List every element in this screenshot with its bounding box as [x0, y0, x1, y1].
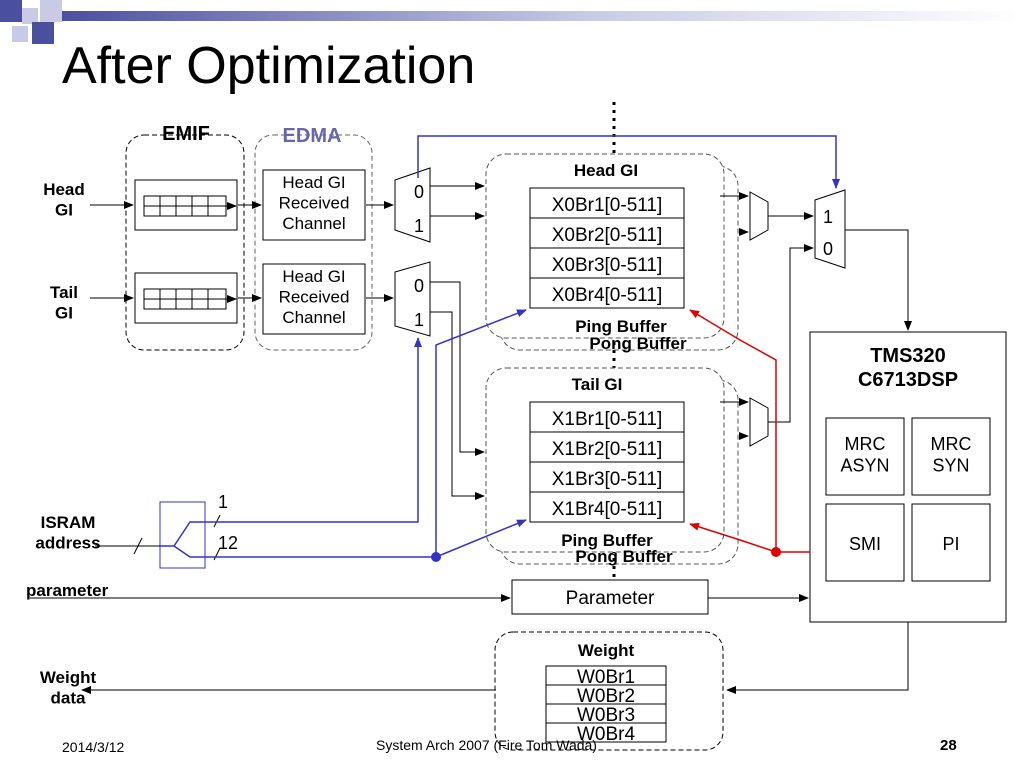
output-mux-label-0: 0: [823, 239, 833, 259]
head-gi-title: Head GI: [574, 161, 638, 180]
footer-date: 2014/3/12: [62, 739, 125, 755]
decorative-square-3: [40, 0, 62, 22]
decorative-gradient-bar: [62, 11, 1024, 21]
parameter-box: [511, 579, 709, 615]
parameter-box-label: Parameter: [566, 588, 655, 609]
tail-gi-buffers: [529, 401, 685, 523]
red-junction: [771, 547, 781, 557]
weight-buffer-3: W0Br3: [577, 705, 635, 726]
pi-label: PI: [942, 534, 959, 554]
footer-center: System Arch 2007 (Fire Tom Wada): [376, 737, 597, 753]
page-number: 28: [940, 737, 957, 754]
weight-buffer-4: W0Br4: [577, 724, 636, 745]
head-gi-buffer-3: X0Br3[0-511]: [552, 255, 663, 276]
head-gi-buffers: [529, 187, 685, 309]
pi-box: [911, 503, 991, 582]
tail-gi-buffer-4: X1Br4[0-511]: [552, 499, 663, 520]
blue-junction: [431, 552, 441, 562]
tail-gi-title: Tail GI: [572, 375, 623, 394]
smi-box: [825, 503, 905, 582]
weight-buffer-2: W0Br2: [577, 686, 635, 707]
edma-label: EDMA: [283, 125, 342, 147]
mrc-asyn-box: [825, 417, 905, 496]
head-gi-buffer-1: X0Br1[0-511]: [552, 195, 663, 216]
decorative-square-1: [0, 0, 22, 22]
tail-gi-ping-label: Ping Buffer: [561, 531, 653, 550]
mux-2: [394, 261, 431, 337]
weight-buffer-1: W0Br1: [577, 667, 635, 688]
emif-fifo-head: [134, 179, 238, 231]
edma-group: [254, 134, 373, 351]
mux-1-label-1: 1: [414, 216, 424, 236]
mux-2-label-0: 0: [414, 276, 424, 296]
mux-1-label-0: 0: [414, 182, 424, 202]
tail-output-mux: [749, 397, 769, 447]
weight-container: [494, 631, 724, 751]
tail-gi-buffer-1: X1Br1[0-511]: [552, 409, 663, 430]
tail-gi-buffer-3: X1Br3[0-511]: [552, 469, 663, 490]
weight-title: Weight: [578, 641, 635, 660]
slide-title: After Optimization: [62, 37, 476, 95]
mux-2-label-1: 1: [414, 310, 424, 330]
edma-channel-head-box: [262, 169, 366, 241]
isram-bit-12: 12: [218, 533, 238, 553]
emif-group: [125, 134, 245, 351]
head-gi-pong-label: Pong Buffer: [589, 334, 687, 353]
output-mux: [814, 189, 846, 269]
head-gi-buffer-4: X0Br4[0-511]: [552, 285, 663, 306]
head-output-mux: [749, 191, 769, 241]
tail-gi-pong-label: Pong Buffer: [575, 547, 673, 566]
edma-channel-tail-box: [262, 263, 366, 335]
mrc-syn-box: [911, 417, 991, 496]
isram-splitter: [159, 501, 206, 569]
emif-fifo-tail: [134, 272, 238, 324]
tail-gi-buffer-2: X1Br2[0-511]: [552, 439, 663, 460]
head-gi-buffer-2: X0Br2[0-511]: [552, 225, 663, 246]
mux-1: [394, 167, 431, 243]
decorative-square-4: [12, 26, 28, 42]
emif-label: EMIF: [162, 123, 210, 145]
smi-label: SMI: [849, 534, 881, 554]
weight-buffers: [545, 665, 667, 743]
decorative-square-2: [22, 8, 38, 24]
decorative-square-5: [32, 22, 54, 44]
head-gi-ping-label: Ping Buffer: [575, 317, 667, 336]
output-mux-label-1: 1: [823, 207, 833, 227]
parameter-input-label: parameter: [26, 581, 109, 600]
isram-bit-1: 1: [218, 492, 228, 512]
